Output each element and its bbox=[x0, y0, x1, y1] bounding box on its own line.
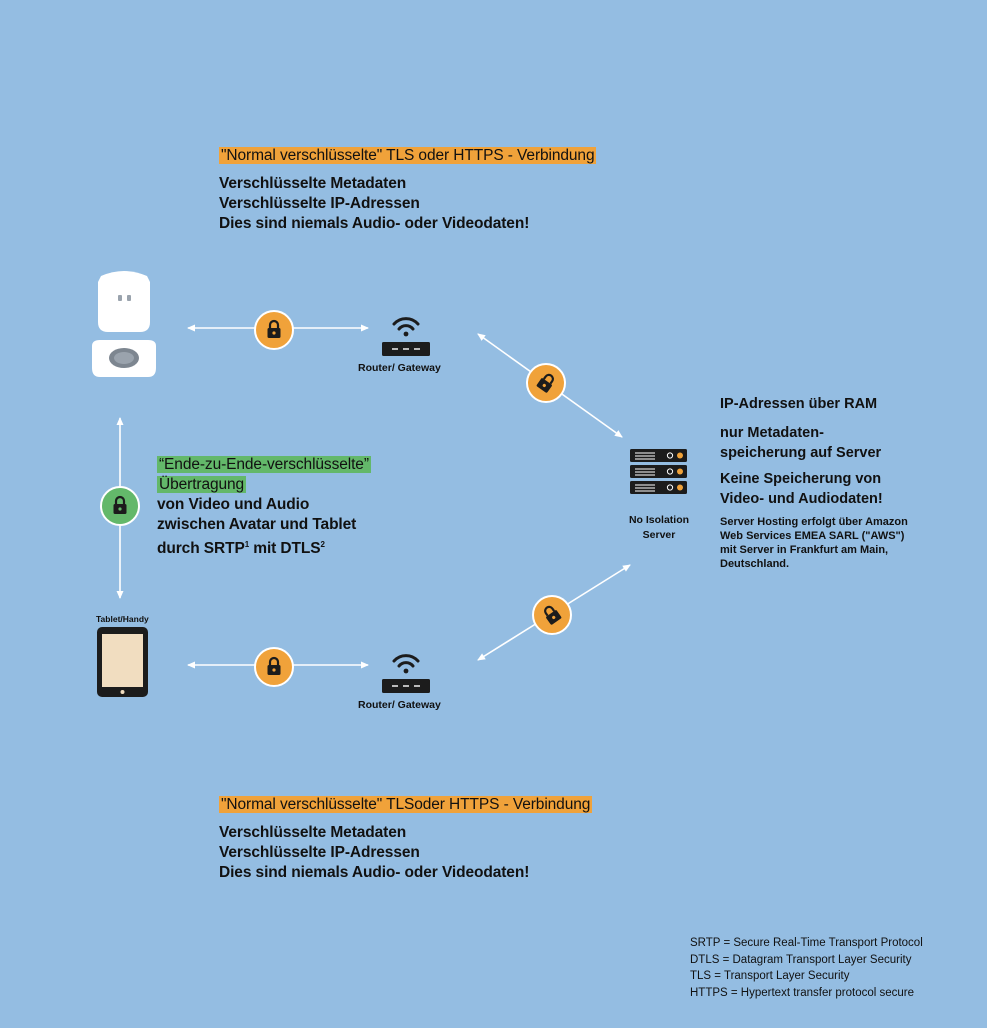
legend: SRTP = Secure Real-Time Transport Protoc… bbox=[690, 935, 923, 1001]
server-icon bbox=[630, 449, 687, 494]
top-tls-line-2: Verschlüsselte IP-Adressen bbox=[219, 195, 420, 212]
bottom-tls-line-3: Dies sind niemals Audio- oder Videodaten… bbox=[219, 864, 530, 881]
server-info-metadata-2: speicherung auf Server bbox=[720, 445, 882, 461]
server-info-hosting-3: mit Server in Frankfurt am Main, bbox=[720, 544, 889, 556]
server-label-line-1: No Isolation bbox=[628, 514, 690, 526]
legend-srtp: SRTP = Secure Real-Time Transport Protoc… bbox=[690, 937, 923, 949]
top-tls-heading: "Normal verschlüsselte" TLS oder HTTPS -… bbox=[219, 147, 597, 164]
top-tls-line-1: Verschlüsselte Metadaten bbox=[219, 175, 407, 192]
lock-icon-diagonal-bottom bbox=[532, 595, 572, 635]
server-label-line-2: Server bbox=[642, 529, 676, 541]
tablet-label: Tablet/Handy bbox=[96, 614, 149, 624]
top-tls-box: "Normal verschlüsselte" TLS oder HTTPS -… bbox=[219, 146, 597, 234]
router-bottom-icon bbox=[382, 654, 430, 693]
e2e-dtls-text: mit DTLS bbox=[249, 540, 321, 557]
e2e-heading-2: Übertragung bbox=[157, 476, 247, 493]
bottom-tls-line-2: Verschlüsselte IP-Adressen bbox=[219, 844, 420, 861]
server-info-metadata-1: nur Metadaten- bbox=[720, 425, 824, 441]
e2e-srtp-text: durch SRTP bbox=[157, 540, 245, 557]
lock-icon-e2e bbox=[100, 486, 140, 526]
router-bottom-label: Router/ Gateway bbox=[358, 699, 441, 711]
server-label: No Isolation Server bbox=[613, 513, 705, 543]
e2e-line-4: zwischen Avatar und Tablet bbox=[157, 516, 357, 533]
legend-https: HTTPS = Hypertext transfer protocol secu… bbox=[690, 986, 915, 999]
e2e-line-3: von Video und Audio bbox=[157, 496, 310, 513]
avatar-robot-icon bbox=[92, 271, 156, 377]
tablet-icon bbox=[97, 627, 148, 697]
bottom-tls-heading: "Normal verschlüsselte" TLSoder HTTPS - … bbox=[219, 796, 593, 813]
footnote-2: 2 bbox=[320, 540, 325, 549]
legend-tls: TLS = Transport Layer Security bbox=[690, 970, 850, 982]
router-top-label: Router/ Gateway bbox=[358, 362, 441, 374]
server-info-nostorage-1: Keine Speicherung von bbox=[720, 471, 882, 487]
lock-icon-top bbox=[254, 310, 294, 350]
server-info-ram: IP-Adressen über RAM bbox=[720, 396, 878, 412]
lock-icon-diagonal-top bbox=[526, 363, 566, 403]
top-tls-line-3: Dies sind niemals Audio- oder Videodaten… bbox=[219, 215, 530, 232]
router-top-icon bbox=[382, 317, 430, 356]
legend-dtls: DTLS = Datagram Transport Layer Security bbox=[690, 953, 912, 966]
e2e-box: “Ende-zu-Ende-verschlüsselte” Übertragun… bbox=[157, 455, 371, 559]
lock-icon-bottom bbox=[254, 647, 294, 687]
bottom-tls-box: "Normal verschlüsselte" TLSoder HTTPS - … bbox=[219, 795, 593, 883]
e2e-heading-1: “Ende-zu-Ende-verschlüsselte” bbox=[157, 456, 371, 473]
footnote-1: 1 bbox=[244, 540, 250, 549]
e2e-line-5: durch SRTP1 mit DTLS2 bbox=[157, 535, 371, 559]
server-info-hosting-1: Server Hosting erfolgt über Amazon bbox=[720, 516, 908, 528]
server-info-hosting-4: Deutschland. bbox=[720, 558, 790, 570]
server-info-hosting-2: Web Services EMEA SARL ("AWS") bbox=[720, 530, 905, 542]
bottom-tls-line-1: Verschlüsselte Metadaten bbox=[219, 824, 407, 841]
server-info: IP-Adressen über RAM nur Metadaten- spei… bbox=[720, 394, 908, 571]
server-info-nostorage-2: Video- und Audiodaten! bbox=[720, 491, 883, 507]
